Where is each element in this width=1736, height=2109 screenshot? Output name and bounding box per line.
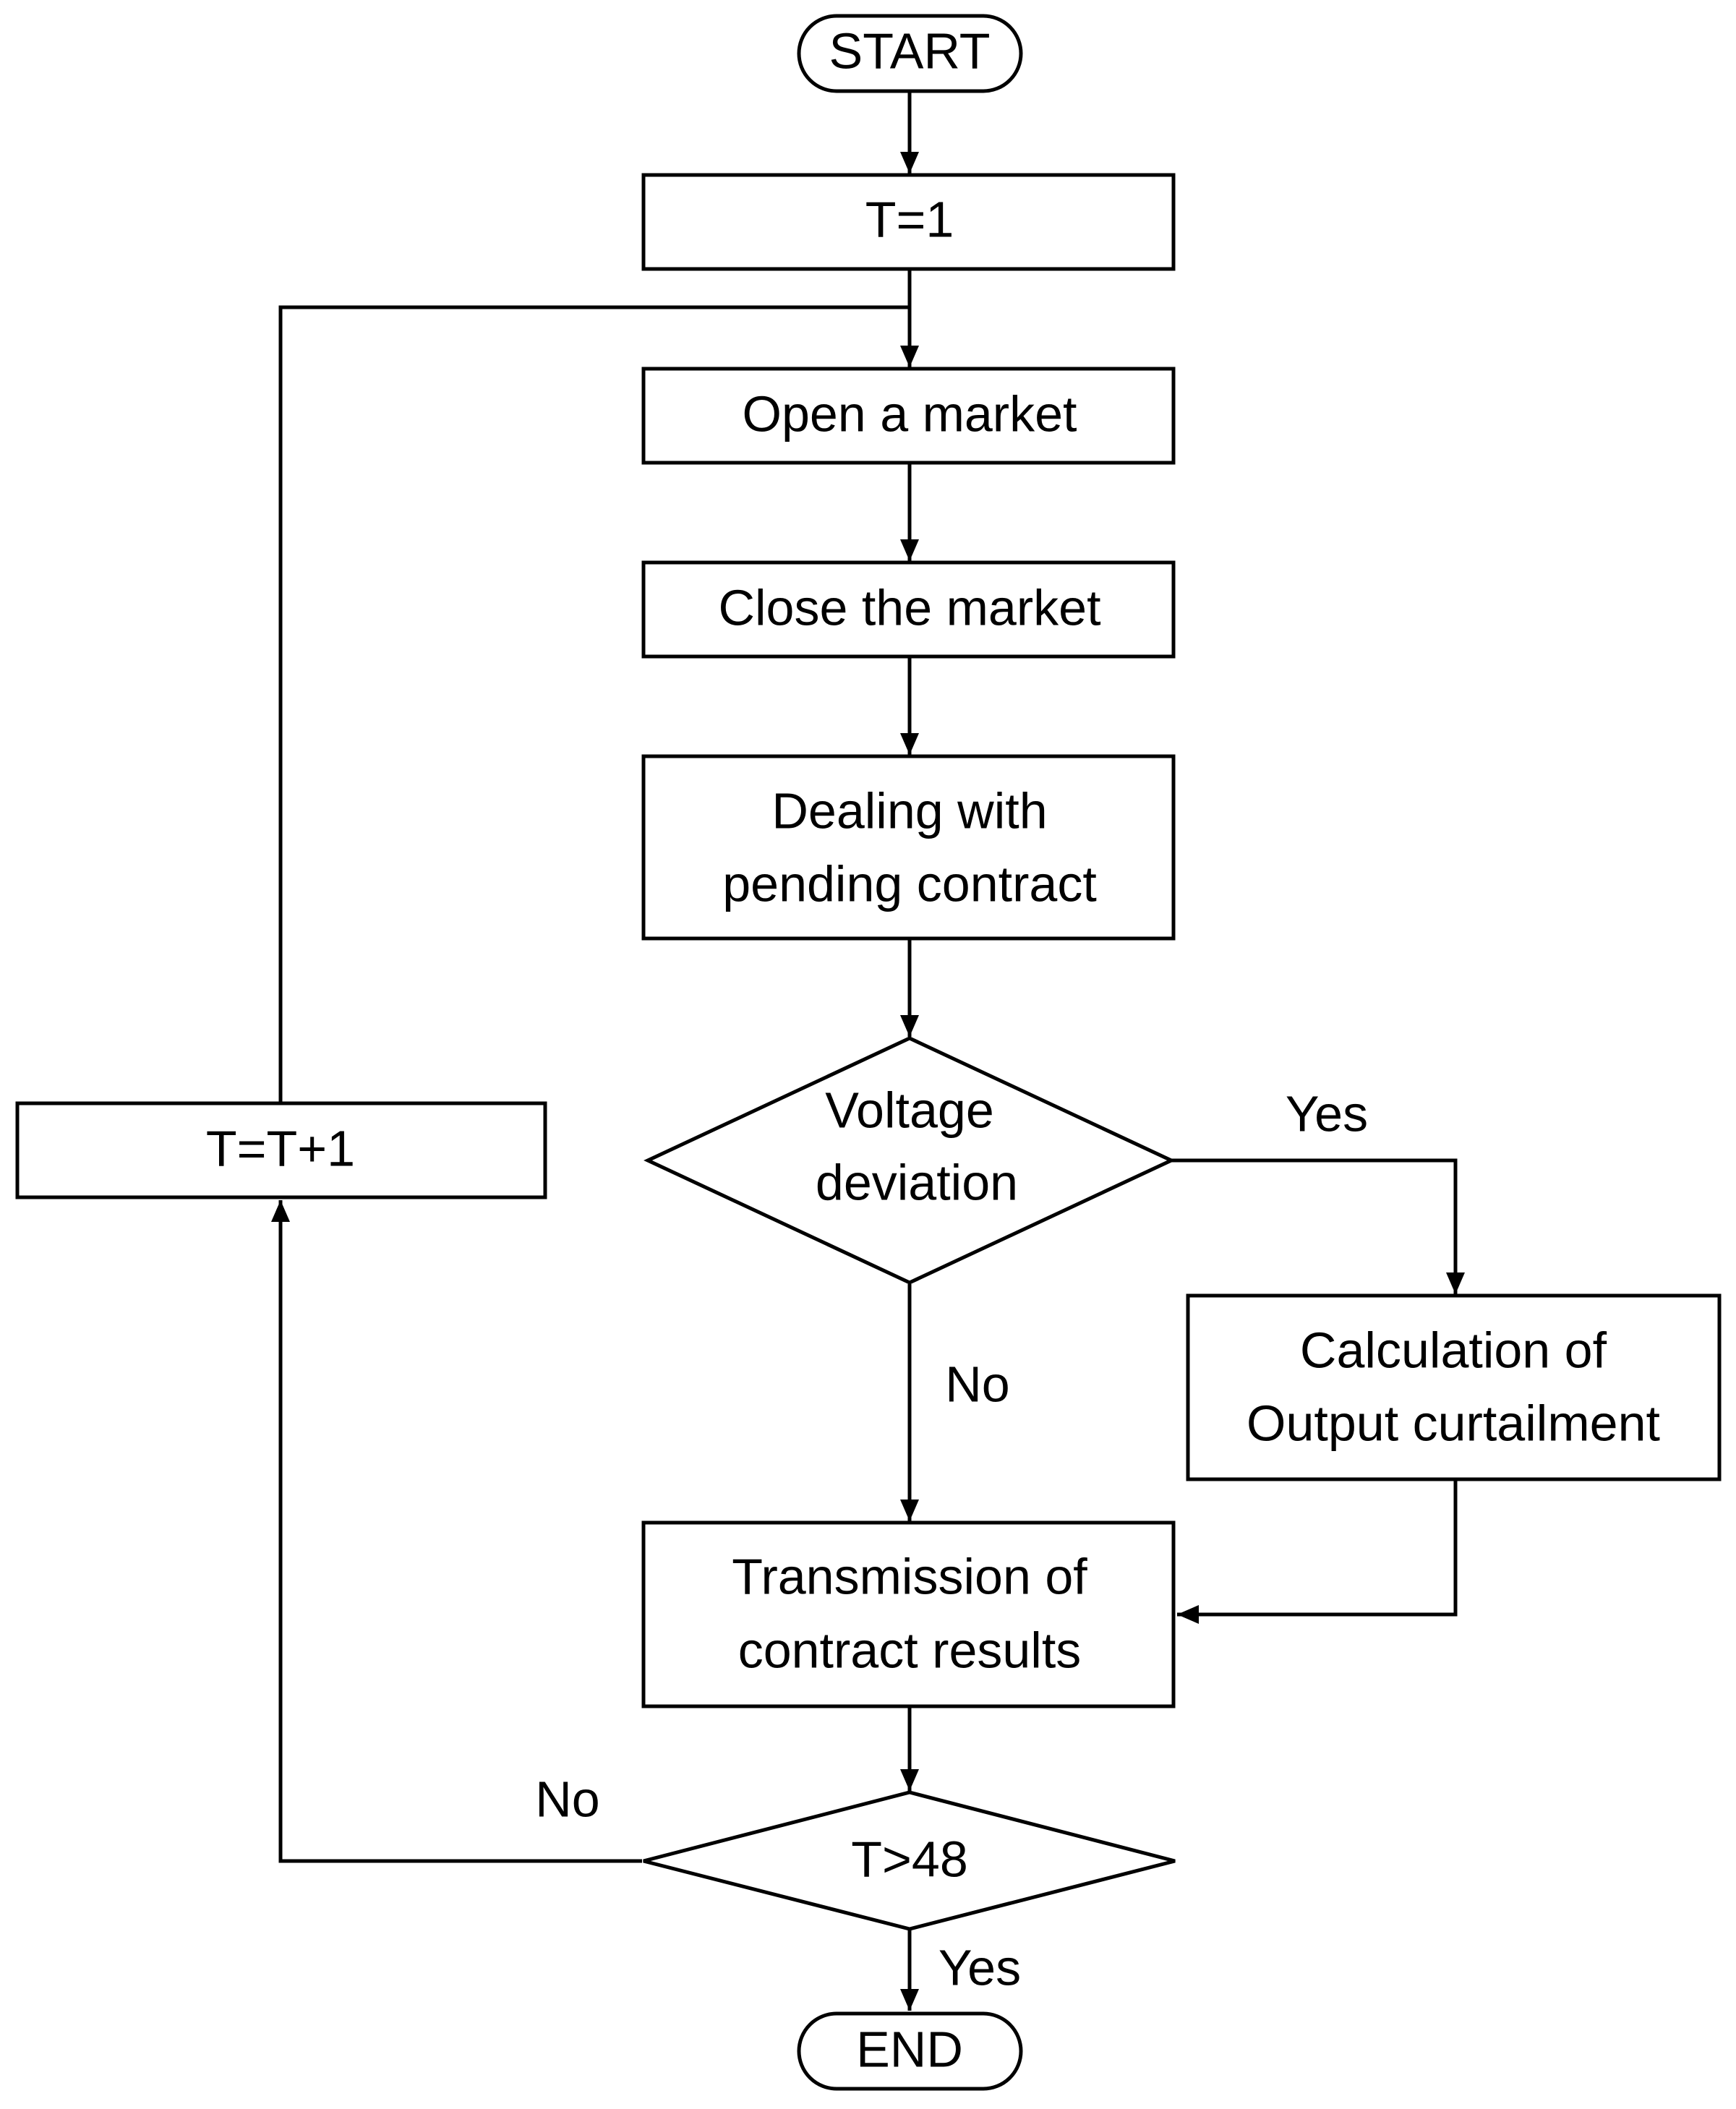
close-market-label: Close the market xyxy=(718,579,1100,636)
edge-labels: Yes No No Yes xyxy=(535,1085,1368,1995)
edges xyxy=(271,93,1465,2011)
voltage-diamond xyxy=(643,1036,1176,1285)
voltage-label-line1: Voltage xyxy=(825,1082,994,1138)
start-label: START xyxy=(829,22,991,79)
node-pending: Dealing with pending contract xyxy=(641,754,1176,941)
node-transmission: Transmission of contract results xyxy=(641,1520,1176,1708)
edge-increment-to-open xyxy=(278,305,910,1102)
loop-no-label: No xyxy=(535,1771,599,1827)
node-end: END xyxy=(797,2011,1023,2091)
loop-check-diamond xyxy=(643,1790,1176,1931)
start-terminal xyxy=(797,14,1023,93)
loop-yes-label: Yes xyxy=(938,1939,1021,1995)
pending-label-line1: Dealing with xyxy=(771,782,1047,839)
open-market-label: Open a market xyxy=(743,385,1077,442)
end-label: END xyxy=(856,2021,963,2077)
pending-box xyxy=(641,754,1176,941)
loop-check-label: T>48 xyxy=(851,1831,968,1887)
increment-box xyxy=(15,1101,547,1199)
open-market-box xyxy=(641,367,1176,465)
pending-label-line2: pending contract xyxy=(722,855,1097,912)
voltage-no-label: No xyxy=(945,1356,1009,1412)
voltage-label-line2: deviation xyxy=(816,1154,1018,1210)
node-voltage-decision: Voltage deviation xyxy=(643,1036,1176,1285)
node-init: T=1 xyxy=(641,173,1176,271)
node-curtailment: Calculation of Output curtailment xyxy=(1186,1293,1722,1481)
edge-voltage-yes-to-curtailment xyxy=(1171,1158,1465,1294)
curtailment-label-line2: Output curtailment xyxy=(1247,1395,1660,1451)
close-market-box xyxy=(641,560,1176,659)
edge-curtailment-to-transmission xyxy=(1177,1481,1458,1624)
voltage-yes-label: Yes xyxy=(1286,1085,1368,1142)
init-label: T=1 xyxy=(865,191,954,247)
transmission-label-line1: Transmission of xyxy=(732,1548,1087,1604)
end-terminal xyxy=(797,2011,1023,2091)
increment-label: T=T+1 xyxy=(206,1120,355,1176)
node-increment: T=T+1 xyxy=(15,1101,547,1199)
transmission-label-line2: contract results xyxy=(738,1622,1082,1678)
node-open-market: Open a market xyxy=(641,367,1176,465)
node-start: START xyxy=(797,14,1023,93)
node-close-market: Close the market xyxy=(641,560,1176,659)
transmission-box xyxy=(641,1520,1176,1708)
curtailment-box xyxy=(1186,1293,1722,1481)
edge-loopcheck-no-to-increment xyxy=(271,1200,642,1863)
init-box xyxy=(641,173,1176,271)
curtailment-label-line1: Calculation of xyxy=(1300,1322,1607,1378)
node-loop-check: T>48 xyxy=(643,1790,1176,1931)
